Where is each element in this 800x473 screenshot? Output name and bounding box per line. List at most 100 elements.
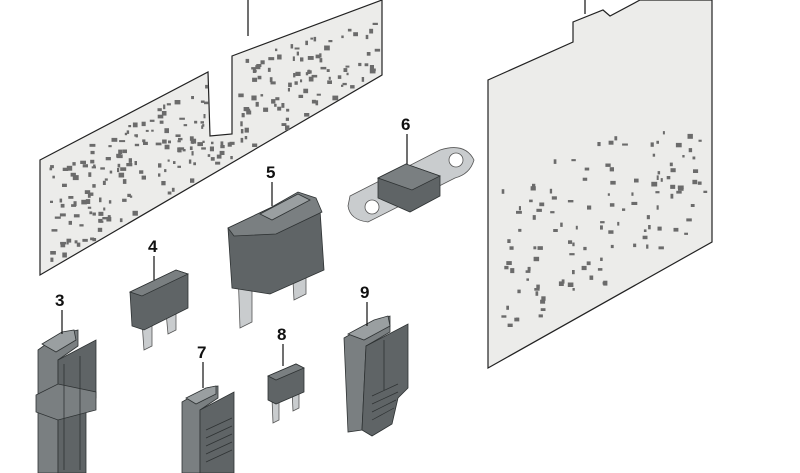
sheet-symbol	[200, 100, 205, 103]
sheet-symbol	[369, 65, 374, 69]
sheet-symbol	[656, 175, 659, 180]
sheet-symbol	[227, 142, 232, 147]
sheet-symbol	[292, 56, 295, 61]
sheet-symbol	[558, 281, 564, 286]
sheet-symbol	[62, 167, 69, 171]
sheet-symbol	[303, 88, 309, 94]
sheet-symbol	[587, 205, 592, 210]
sheet-symbol	[316, 93, 321, 96]
sheet-symbol	[319, 53, 322, 58]
fuse-holder-part-7	[181, 385, 235, 473]
sheet-symbol	[60, 203, 65, 208]
sheet-symbol	[177, 147, 180, 153]
sheet-symbol	[122, 149, 127, 154]
sheet-symbol	[290, 44, 294, 49]
sheet-symbol	[506, 305, 509, 310]
sheet-symbol	[178, 147, 185, 150]
sheet-symbol	[534, 288, 540, 291]
sheet-symbol	[102, 180, 106, 185]
sheet-symbol	[269, 77, 273, 83]
sheet-symbol	[190, 178, 195, 183]
sheet-symbol	[275, 97, 280, 101]
sheet-symbol	[60, 243, 66, 248]
sheet-symbol	[246, 110, 252, 115]
sheet-symbol	[241, 113, 245, 118]
sheet-symbol	[54, 216, 61, 219]
sheet-symbol	[527, 266, 531, 271]
sheet-symbol	[145, 129, 149, 132]
sheet-symbol	[300, 79, 303, 83]
sheet-symbol	[134, 134, 138, 137]
sheet-symbol	[164, 128, 169, 134]
sheet-symbol	[197, 142, 203, 147]
sheet-symbol	[682, 155, 685, 158]
sheet-symbol	[361, 77, 365, 82]
sheet-symbol	[583, 246, 587, 251]
blade-fuse-part-4	[128, 269, 190, 351]
sheet-symbol	[73, 214, 80, 218]
sheet-symbol	[504, 265, 509, 270]
sheet-symbol	[277, 54, 282, 60]
sheet-symbol	[586, 261, 591, 266]
sheet-symbol	[353, 32, 358, 37]
sheet-symbols-left	[49, 22, 381, 262]
sheet-symbol	[157, 108, 162, 112]
sheet-symbol	[107, 215, 111, 220]
sheet-symbol	[342, 82, 347, 86]
sheet-symbol	[128, 158, 132, 163]
sheet-symbol	[281, 103, 285, 108]
sheet-symbol	[313, 36, 317, 42]
sheet-symbol	[666, 176, 671, 180]
sheet-symbol	[646, 215, 650, 220]
sheet-symbol	[71, 204, 77, 207]
sheet-symbol	[614, 136, 618, 141]
sheet-symbol	[167, 159, 170, 162]
sheet-symbol	[686, 218, 692, 222]
sheet-symbol	[158, 173, 161, 177]
sheet-symbol	[251, 67, 257, 70]
sheet-symbol	[372, 22, 378, 25]
sheet-symbol	[151, 129, 154, 132]
sheet-symbol	[533, 246, 537, 250]
sheet-symbol	[134, 143, 140, 147]
sheet-symbol	[207, 154, 211, 157]
sheet-symbol	[274, 103, 277, 107]
sheet-symbol	[670, 193, 674, 199]
sheet-symbol	[117, 154, 123, 159]
sheet-symbol	[567, 282, 574, 287]
sheet-symbol	[141, 175, 146, 180]
sheet-symbol	[179, 117, 185, 120]
sheet-symbol	[252, 70, 257, 73]
sheet-symbol	[171, 187, 175, 192]
sheet-symbol	[268, 57, 275, 61]
sheet-symbol	[311, 99, 316, 104]
sheet-symbol	[532, 215, 536, 220]
sheet-symbol	[252, 77, 258, 82]
sheet-symbol	[669, 162, 673, 167]
sheet-symbol	[62, 183, 67, 187]
sheet-symbol	[189, 136, 194, 141]
sheet-symbol	[516, 317, 519, 320]
sheet-symbol	[111, 137, 118, 142]
sheet-symbol	[73, 201, 77, 206]
sheet-symbol	[657, 171, 661, 175]
sheet-symbol	[328, 40, 333, 43]
sheet-symbol	[698, 139, 702, 142]
sheet-symbol	[655, 191, 660, 194]
sheet-symbol	[286, 108, 290, 112]
callout-9: 9	[360, 283, 369, 302]
sheet-symbol	[267, 67, 271, 72]
sheet-symbol	[670, 168, 676, 173]
sheet-symbol	[658, 246, 664, 250]
sheet-symbol	[89, 192, 94, 196]
sheet-symbol	[97, 227, 103, 232]
sheet-symbol	[126, 163, 133, 167]
sheet-symbol	[673, 227, 679, 232]
sheet-symbol	[510, 268, 515, 274]
sheet-symbol	[90, 159, 95, 164]
sheet-symbol	[203, 114, 206, 119]
sheet-symbol	[50, 251, 56, 255]
sheet-symbol	[597, 268, 603, 271]
sheet-symbol	[118, 172, 125, 178]
sheet-symbol	[240, 129, 244, 134]
